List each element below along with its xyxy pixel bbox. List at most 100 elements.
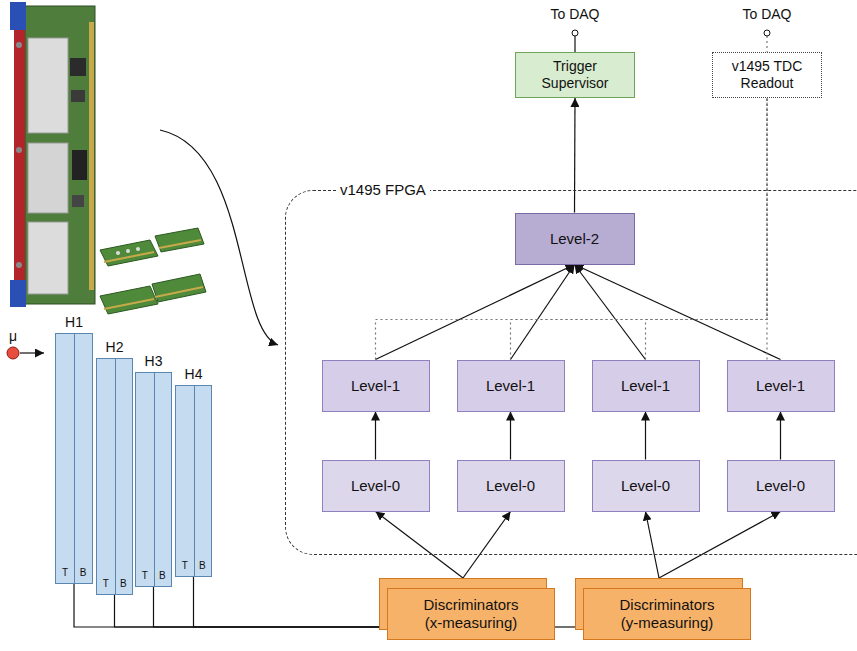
plane-divider: [154, 373, 155, 586]
process-box: Level-1: [457, 360, 565, 412]
output-label: To DAQ: [546, 6, 604, 22]
node-label: H2: [87, 339, 142, 356]
readout-line: [646, 98, 768, 360]
drawing-part: [572, 30, 578, 36]
drawing-part: [10, 2, 26, 30]
signal-wire: [154, 587, 380, 627]
node-label: Trigger Supervisor: [522, 58, 628, 92]
drawing-part: [104, 252, 154, 262]
plane-divider: [74, 334, 75, 583]
drawing-part: [126, 249, 130, 253]
node-label: Level-2: [550, 230, 599, 248]
side-label: T: [176, 560, 194, 572]
process-box: Level-0: [322, 460, 430, 512]
drawing-part: [100, 240, 158, 266]
drawing-part: [574, 36, 575, 52]
signal-wire: [555, 626, 575, 627]
drawing-part: [14, 2, 25, 307]
v1495-board-photo: [10, 2, 206, 314]
drawing-part: [25, 6, 95, 304]
drawing-part: [20, 352, 44, 353]
drawing-part: [28, 38, 68, 133]
node-label: H3: [126, 353, 181, 370]
daq-terminal: [572, 30, 770, 52]
readout-line: [376, 98, 768, 360]
flow-arrow: [645, 412, 646, 460]
flow-arrow: [659, 512, 781, 579]
drawing-part: [71, 90, 85, 102]
plane-divider: [194, 386, 195, 576]
node-label: Discriminators (x-measuring): [415, 596, 527, 632]
discriminator-box: Discriminators (x-measuring): [387, 588, 555, 640]
readout-line: [766, 98, 767, 360]
process-box: Trigger Supervisor: [515, 52, 635, 98]
flow-arrow: [376, 512, 464, 579]
node-label: Level-0: [621, 477, 670, 495]
readout-line: [511, 98, 768, 360]
node-label: Level-1: [756, 377, 805, 395]
drawing-part: [16, 262, 22, 268]
process-box: Level-1: [727, 360, 835, 412]
drawing-part: [70, 58, 86, 76]
plane-divider: [115, 359, 116, 594]
hodoscope-plane: H2TB: [96, 358, 133, 595]
flow-arrow: [376, 265, 575, 360]
drawing-part: [104, 299, 154, 309]
flow-arrow: [646, 512, 660, 579]
side-label: T: [97, 578, 115, 590]
node-label: v1495 FPGA: [336, 181, 430, 199]
pointer-arrow: [160, 130, 278, 345]
signal-wire: [194, 577, 380, 627]
output-label: To DAQ: [738, 6, 796, 22]
node-label: Level-0: [486, 477, 535, 495]
drawing-part: [7, 347, 19, 359]
hodoscope-plane: H3TB: [135, 372, 172, 587]
drawing-part: [72, 150, 87, 180]
flow-arrow: [511, 265, 575, 360]
flow-arrow: [463, 512, 511, 579]
node-label: Level-0: [756, 477, 805, 495]
drawing-part: [764, 30, 770, 36]
signal-wire: [115, 595, 380, 627]
side-label: B: [154, 570, 172, 582]
process-box: Level-1: [592, 360, 700, 412]
drawing-part: [155, 287, 203, 297]
hodoscope-plane: H1TB: [55, 333, 93, 584]
node-label: Level-1: [621, 377, 670, 395]
node-label: Level-1: [351, 377, 400, 395]
node-label: H1: [46, 314, 102, 331]
flow-arrow: [375, 412, 376, 460]
node-label: Level-1: [486, 377, 535, 395]
process-box: Level-0: [727, 460, 835, 512]
drawing-part: [28, 143, 68, 213]
drawing-part: [72, 195, 84, 207]
drawing-part: [28, 222, 68, 294]
particle-label: μ: [4, 328, 22, 344]
drawing-part: [136, 247, 140, 251]
readout-box: v1495 TDC Readout: [712, 52, 822, 98]
discriminator-box: Discriminators (y-measuring): [583, 588, 751, 640]
process-box: Level-0: [457, 460, 565, 512]
process-box: Level-0: [592, 460, 700, 512]
fpga-region: v1495 FPGALevel-2Level-1Level-1Level-1Le…: [285, 190, 857, 555]
drawing-part: [89, 22, 94, 290]
hodoscope-plane: H4TB: [175, 385, 212, 577]
drawing-part: [159, 240, 201, 248]
side-label: T: [136, 570, 154, 582]
flow-arrow: [510, 412, 511, 460]
drawing-part: [116, 251, 120, 255]
drawing-part: [10, 280, 26, 307]
node-label: H4: [166, 366, 221, 383]
drawing-part: [766, 36, 767, 52]
node-label: Level-0: [351, 477, 400, 495]
flow-arrow: [575, 265, 781, 360]
side-label: B: [74, 567, 92, 579]
flow-arrow: [575, 265, 646, 360]
drawing-part: [152, 274, 206, 302]
process-box: Level-1: [322, 360, 430, 412]
side-label: B: [115, 578, 133, 590]
drawing-part: [16, 42, 22, 48]
flow-arrow: [780, 412, 781, 460]
side-label: T: [56, 567, 74, 579]
